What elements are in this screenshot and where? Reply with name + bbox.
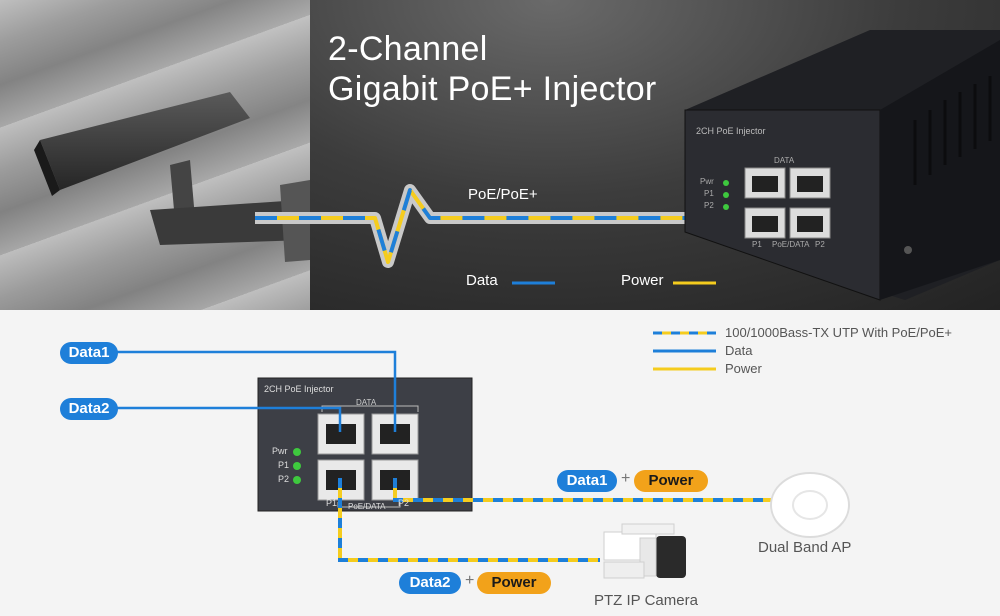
poe-ap-line-blue — [393, 478, 780, 502]
access-point-icon — [770, 472, 850, 538]
data1-pill: Data1 — [60, 342, 118, 364]
camera-plus: + — [465, 572, 475, 589]
data2-line — [112, 406, 342, 432]
camera-label: PTZ IP Camera — [594, 592, 698, 609]
poe-cable — [255, 184, 720, 268]
ap-label: Dual Band AP — [758, 539, 852, 556]
hero-banner: 2-Channel Gigabit PoE+ Injector PoE/PoE+… — [0, 0, 1000, 310]
hero-poe-label-mid: PoE/DATA — [772, 240, 810, 249]
bullet-camera-icon — [603, 523, 686, 579]
led-label-p1: P1 — [278, 460, 290, 470]
legend-data-label: Data — [725, 343, 753, 358]
hero-poe-label-p2: P2 — [815, 240, 825, 249]
data-port-label: DATA — [356, 398, 377, 407]
poe-label-mid: PoE/DATA — [348, 502, 386, 511]
ap-power-pill: Power — [634, 470, 708, 492]
poe-camera-line-blue — [338, 478, 600, 562]
legend-poe-label: 100/1000Bass-TX UTP With PoE/PoE+ — [725, 325, 953, 340]
hero-led-p2: P2 — [704, 201, 714, 210]
camera-data-pill: Data2 — [399, 572, 461, 594]
led-p1 — [293, 462, 301, 470]
data1-line — [112, 350, 397, 432]
poe-label-p1: P1 — [326, 498, 338, 508]
led-label-p2: P2 — [278, 474, 290, 484]
injector-title: 2CH PoE Injector — [264, 384, 334, 394]
injector-device-hero — [684, 30, 1000, 301]
legend-power-label: Power — [725, 361, 762, 376]
power-legend-label: Power — [621, 272, 664, 289]
hero-title-line2: Gigabit PoE+ Injector — [328, 70, 657, 108]
camera-power-pill: Power — [477, 572, 551, 594]
data2-pill: Data2 — [60, 398, 118, 420]
diagram-lines — [112, 331, 850, 579]
injector-box — [257, 377, 473, 512]
ap-plus: + — [621, 470, 631, 487]
data-legend-label: Data — [466, 272, 498, 289]
cable-label: PoE/PoE+ — [468, 186, 538, 203]
connection-diagram: 100/1000Bass-TX UTP With PoE/PoE+ Data P… — [0, 310, 1000, 616]
led-p2 — [293, 476, 301, 484]
security-camera-icon — [34, 92, 310, 262]
hero-led-p1: P1 — [704, 189, 714, 198]
hero-graphics — [34, 30, 1000, 301]
poe-label-p2: P2 — [398, 498, 410, 508]
hero-poe-label-p1: P1 — [752, 240, 762, 249]
led-pwr — [293, 448, 301, 456]
ap-data-pill: Data1 — [557, 470, 617, 492]
led-label-pwr: Pwr — [272, 446, 288, 456]
hero-device-label: 2CH PoE Injector — [696, 126, 766, 136]
hero-data-port-label: DATA — [774, 156, 795, 165]
hero-led-pwr: Pwr — [700, 177, 714, 186]
hero-title-line1: 2-Channel — [328, 30, 488, 68]
